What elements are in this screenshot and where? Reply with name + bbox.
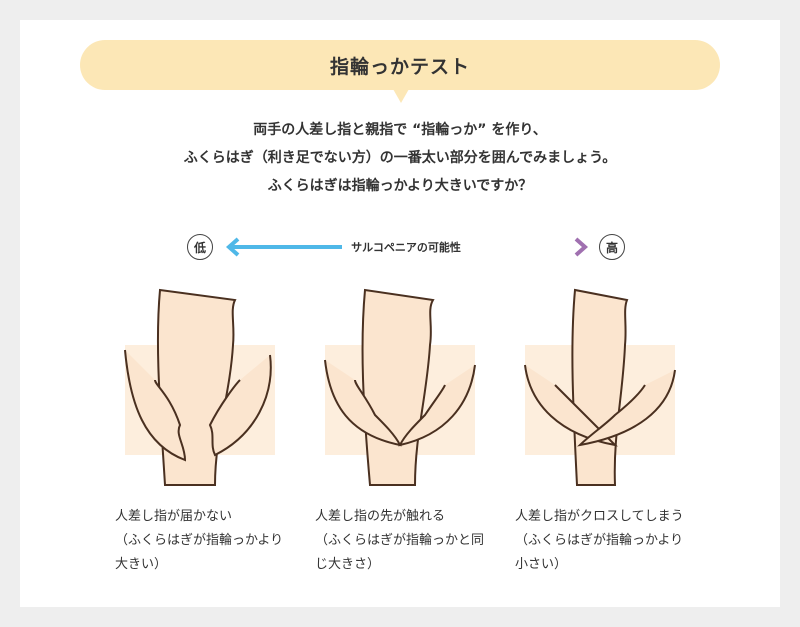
caption-line: （ふくらはぎが指輪っかと同	[315, 533, 485, 548]
probability-scale: 低 サルコペニアの可能性 高	[0, 232, 800, 262]
caption-line: （ふくらはぎが指輪っかより	[515, 533, 684, 548]
page-title: 指輪っかテスト	[329, 55, 470, 78]
illustration-fingers-not-reaching	[124, 288, 275, 486]
illustration-fingers-touching	[324, 288, 476, 486]
low-badge: 低	[187, 234, 213, 260]
result-caption-low: 人差し指が届かない （ふくらはぎが指輪っかより 大きい）	[115, 505, 283, 577]
instruction-line: ふくらはぎは指輪っかより大きいですか？	[267, 178, 533, 194]
illustration-fingers-crossing	[524, 288, 676, 486]
banner-pointer	[393, 89, 409, 103]
result-caption-high: 人差し指がクロスしてしまう （ふくらはぎが指輪っかより 小さい）	[515, 505, 684, 577]
instruction-line: 両手の人差し指と親指で “指輪っか” を作り、	[253, 122, 547, 138]
title-banner: 指輪っかテスト	[80, 40, 720, 90]
caption-line: 人差し指が届かない	[115, 509, 233, 524]
caption-line: 人差し指の先が触れる	[315, 509, 446, 524]
caption-line: 大きい）	[115, 557, 168, 572]
caption-line: （ふくらはぎが指輪っかより	[115, 533, 284, 548]
caption-line: じ大きさ）	[315, 557, 381, 572]
result-caption-medium: 人差し指の先が触れる （ふくらはぎが指輪っかと同 じ大きさ）	[315, 505, 484, 577]
right-arrow-icon	[472, 237, 589, 257]
caption-line: 人差し指がクロスしてしまう	[515, 509, 684, 524]
high-badge: 高	[599, 234, 625, 260]
scale-label: サルコペニアの可能性	[351, 241, 461, 254]
left-arrow-icon	[225, 237, 342, 257]
caption-line: 小さい）	[515, 557, 568, 572]
instruction-line: ふくらはぎ（利き足でない方）の一番太い部分を囲んでみましょう。	[183, 150, 617, 166]
instructions: 両手の人差し指と親指で “指輪っか” を作り、 ふくらはぎ（利き足でない方）の一…	[0, 116, 800, 200]
